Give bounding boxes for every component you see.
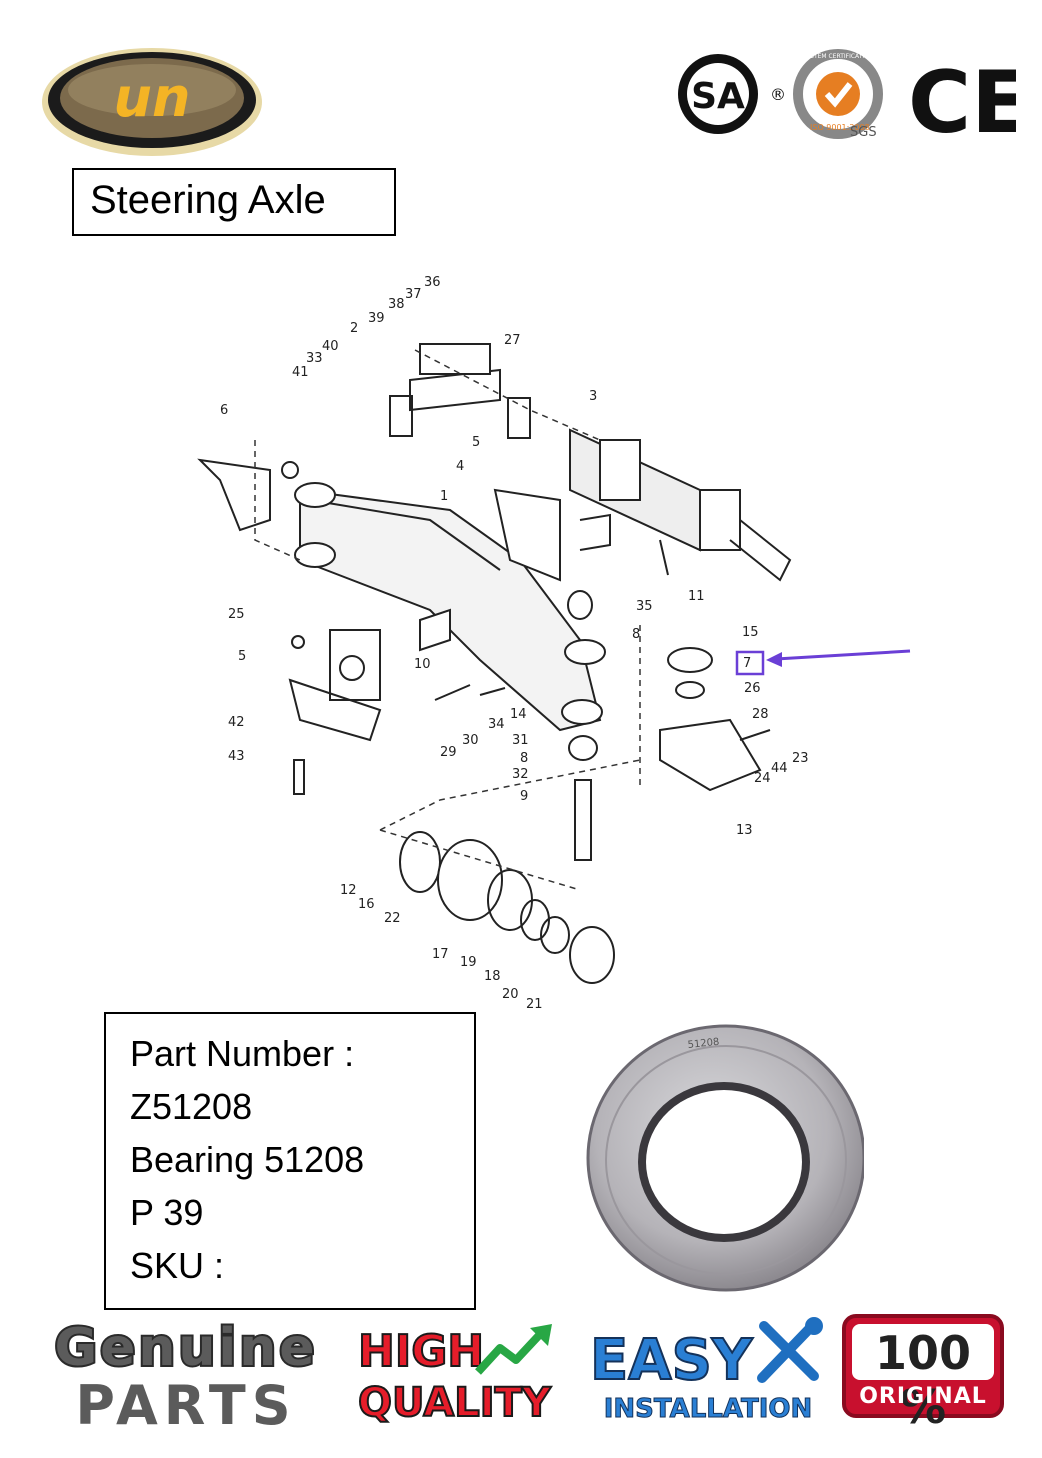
svg-text:5: 5 (238, 649, 246, 664)
svg-text:33: 33 (306, 351, 323, 366)
svg-text:30: 30 (462, 733, 479, 748)
part-number-label: Part Number : (130, 1033, 355, 1074)
certification-badges: SA ® SYSTEM CERTIFICATION ISO 9001:2008 … (678, 49, 1016, 144)
svg-text:43: 43 (228, 749, 245, 764)
svg-text:37: 37 (405, 287, 422, 302)
svg-text:34: 34 (488, 717, 505, 732)
svg-text:40: 40 (322, 339, 339, 354)
tools-icon (757, 1317, 823, 1383)
svg-text:14: 14 (510, 707, 527, 722)
growth-arrow-icon (475, 1324, 552, 1375)
svg-text:24: 24 (754, 771, 771, 786)
svg-text:25: 25 (228, 607, 245, 622)
svg-text:18: 18 (484, 969, 501, 984)
svg-text:11: 11 (688, 589, 705, 604)
title-box: Steering Axle (72, 168, 396, 236)
svg-text:SGS: SGS (850, 125, 877, 140)
svg-text:19: 19 (460, 955, 477, 970)
svg-text:36: 36 (424, 275, 441, 290)
part-number-value: Z51208 (130, 1086, 253, 1127)
svg-text:29: 29 (440, 745, 457, 760)
svg-text:28: 28 (752, 707, 769, 722)
svg-text:16: 16 (358, 897, 375, 912)
svg-text:39: 39 (368, 311, 385, 326)
svg-text:5: 5 (472, 435, 480, 450)
page-title: Steering Axle (90, 178, 326, 222)
svg-text:®: ® (770, 85, 786, 104)
svg-text:13: 13 (736, 823, 753, 838)
svg-text:23: 23 (792, 751, 809, 766)
page-reference: P 39 (130, 1192, 204, 1233)
svg-text:9: 9 (520, 789, 528, 804)
svg-text:15: 15 (742, 625, 759, 640)
highlight-box (735, 650, 765, 676)
bearing-photo: 51208 (586, 1024, 864, 1292)
svg-text:12: 12 (340, 883, 357, 898)
high-quality-badge: HIGH QUALITY (354, 1314, 576, 1444)
logo-text: un (114, 66, 191, 129)
svg-text:44: 44 (771, 761, 788, 776)
brand-logo: un (42, 48, 262, 156)
svg-text:35: 35 (636, 599, 653, 614)
original-badge: 100 % ORIGINAL (842, 1314, 1004, 1434)
svg-text:8: 8 (520, 751, 528, 766)
svg-text:2: 2 (350, 321, 358, 336)
part-info-box: Part Number : Z51208 Bearing 51208 P 39 … (104, 1012, 476, 1310)
svg-text:1: 1 (440, 489, 448, 504)
sgs-iso-icon: SYSTEM CERTIFICATION ISO 9001:2008 SGS (793, 49, 883, 140)
svg-text:41: 41 (292, 365, 309, 380)
svg-text:27: 27 (504, 333, 521, 348)
svg-text:ISO 9001:2008: ISO 9001:2008 (810, 123, 870, 132)
svg-text:4: 4 (456, 459, 464, 474)
svg-text:SA: SA (691, 76, 745, 117)
svg-text:7: 7 (743, 656, 751, 671)
svg-text:22: 22 (384, 911, 401, 926)
svg-text:31: 31 (512, 733, 529, 748)
svg-text:SYSTEM CERTIFICATION: SYSTEM CERTIFICATION (803, 53, 874, 60)
svg-text:32: 32 (512, 767, 529, 782)
sku-label: SKU : (130, 1245, 225, 1286)
svg-text:26: 26 (744, 681, 761, 696)
part-description: Bearing 51208 (130, 1139, 365, 1180)
genuine-parts-badge: Genuine Genuine PARTS (52, 1316, 318, 1437)
svg-text:8: 8 (632, 627, 640, 642)
easy-installation-badge: EASY INSTALLATION (588, 1314, 828, 1444)
ce-mark-icon: CE (908, 53, 1016, 144)
bearing-stamp: 51208 (687, 1037, 720, 1051)
svg-text:20: 20 (502, 987, 519, 1002)
callout-arrow-icon (766, 649, 911, 667)
svg-text:42: 42 (228, 715, 245, 730)
svg-text:21: 21 (526, 997, 543, 1012)
svg-text:3: 3 (589, 389, 597, 404)
svg-text:6: 6 (220, 403, 228, 418)
svg-text:38: 38 (388, 297, 405, 312)
svg-text:17: 17 (432, 947, 449, 962)
svg-text:10: 10 (414, 657, 431, 672)
csa-mark-icon: SA ® (678, 54, 786, 134)
